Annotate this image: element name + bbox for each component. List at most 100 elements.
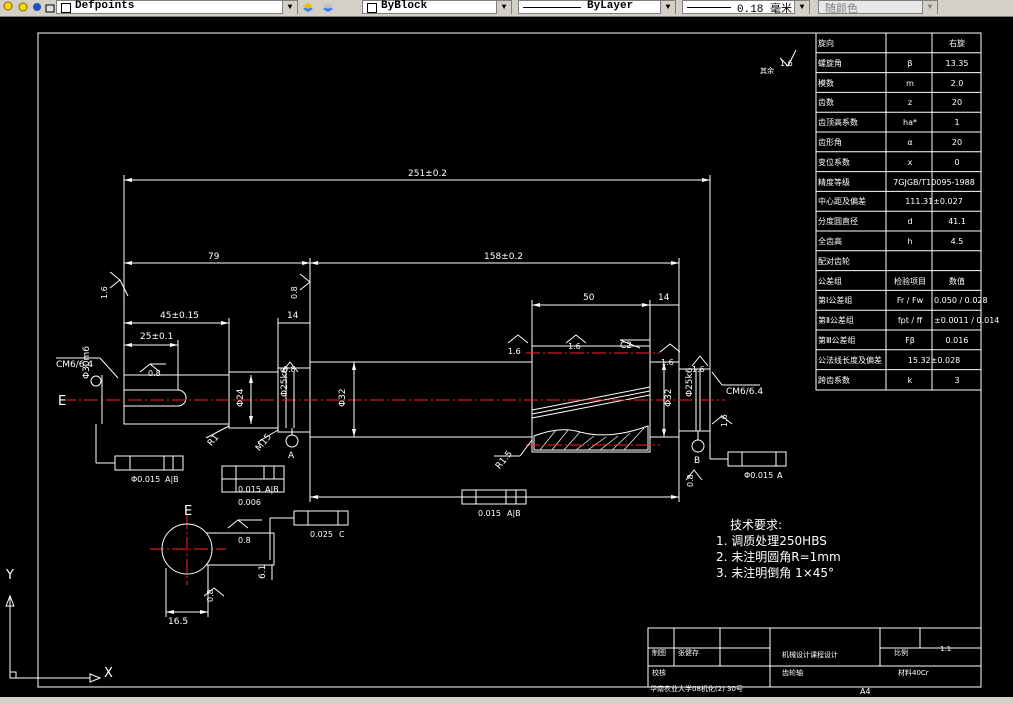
label-e: E <box>58 394 67 409</box>
chevron-down-icon[interactable]: ▼ <box>660 1 675 14</box>
part-name: 齿轮轴 <box>782 669 803 677</box>
lineweight-preview <box>687 7 731 8</box>
chevron-down-icon[interactable]: ▼ <box>496 1 511 14</box>
param-cell: Fr / Fw <box>896 296 924 306</box>
datum-b: B <box>694 456 701 466</box>
scale-value: 1:1 <box>940 645 952 653</box>
ucs-icon <box>5 594 102 683</box>
section-hatch <box>539 427 645 451</box>
leaders <box>56 339 760 457</box>
tol-2a-value: 0.015 <box>238 485 261 494</box>
dim-14-right: 14 <box>658 293 670 303</box>
param-cell: 齿数 <box>818 98 834 108</box>
drawn-label: 制图 <box>652 649 666 657</box>
param-cell: 全齿高 <box>818 237 842 246</box>
project-name: 机械设计课程设计 <box>782 651 838 659</box>
layer-lock-icon[interactable] <box>44 1 56 13</box>
param-cell: 检验项目 <box>894 276 926 286</box>
sun-icon[interactable] <box>17 1 29 13</box>
rough-1: 1.6 <box>100 286 109 299</box>
dim-16-5: 16.5 <box>168 617 189 627</box>
sheet-size: A4 <box>860 687 871 696</box>
gear-icon[interactable] <box>31 1 43 13</box>
material: 材料40Cr <box>898 669 929 677</box>
param-cell: 精度等级 <box>818 177 850 187</box>
param-cell: 数值 <box>949 276 965 286</box>
school: 华南农业大学08机化(2) 30号 <box>650 685 743 693</box>
notes-title: 技术要求: <box>730 518 783 532</box>
note-3: 3. 未注明倒角 1×45° <box>716 566 835 580</box>
param-cell: 模数 <box>818 78 834 88</box>
shaft-outline <box>123 345 711 453</box>
centerlines <box>62 352 725 585</box>
param-cell: 齿形角 <box>818 138 842 147</box>
rough-2: 0.8 <box>290 286 299 299</box>
param-cell: d <box>907 217 913 227</box>
param-row-lines <box>816 52 981 371</box>
layer-name: Defpoints <box>75 0 135 12</box>
dim-79: 79 <box>208 252 220 262</box>
param-cell: 0.016 <box>945 336 969 345</box>
param-cell: 20 <box>951 138 963 147</box>
rough-11: 1.6 <box>720 414 729 427</box>
param-cell: 螺旋角 <box>818 58 842 68</box>
layer-stack-icon[interactable] <box>302 1 314 13</box>
rough-12: 0.8 <box>206 589 215 602</box>
chevron-down-icon[interactable]: ▼ <box>282 1 297 14</box>
param-cell: 4.5 <box>950 237 964 246</box>
tol-4-value: Φ0.015 <box>744 471 774 480</box>
plotstyle-value: 随颜色 <box>825 4 858 16</box>
rough-other-value: 1.6 <box>780 59 793 68</box>
label-e-section: E <box>184 504 193 519</box>
layer-dropdown[interactable]: Defpoints ▼ <box>56 0 298 14</box>
param-cell: m <box>906 78 914 88</box>
rough-8: 1.6 <box>692 365 705 374</box>
color-dropdown[interactable]: ByBlock ▼ <box>362 0 512 14</box>
linetype-dropdown[interactable]: ByLayer ▼ <box>518 0 676 14</box>
param-cell: 15.32±0.028 <box>907 355 961 365</box>
param-cell: 13.35 <box>945 58 969 68</box>
rough-other-label: 其余 <box>760 67 774 75</box>
dim-158: 158±0.2 <box>484 252 524 262</box>
param-cell: h <box>907 237 913 246</box>
param-cell: 7GJGB/T10095-1988 <box>893 177 975 187</box>
param-cell: 第Ⅰ公差组 <box>818 296 853 306</box>
datum-markers <box>90 375 705 453</box>
drawn-name: 张健存 <box>678 649 699 657</box>
param-cell: Fβ <box>905 336 915 345</box>
layout-tabs-strip[interactable] <box>0 697 1013 704</box>
dim-14-left: 14 <box>287 311 299 321</box>
helix-line-1 <box>531 394 651 419</box>
arrowheads <box>124 178 710 499</box>
note-1: 1. 调质处理250HBS <box>716 534 827 548</box>
ucs-x: X <box>104 666 113 681</box>
tol-1-ref: A|B <box>165 475 179 484</box>
lineweight-dropdown[interactable]: 0.18 毫米 ▼ <box>682 0 810 16</box>
param-cell: 跨齿系数 <box>818 375 850 385</box>
bulb-icon[interactable] <box>2 1 14 13</box>
chevron-down-icon: ▼ <box>922 1 937 14</box>
drawing-canvas[interactable]: 251±0.2 79 158±0.2 45±0.15 25±0.1 14 50 … <box>0 17 1013 697</box>
tol-3-ref: A|B <box>507 509 521 518</box>
chevron-down-icon[interactable]: ▼ <box>794 1 809 14</box>
note-2: 2. 未注明圆角R=1mm <box>716 550 841 564</box>
layer-previous-icon[interactable] <box>322 1 334 13</box>
cm-left: CM6/6.4 <box>56 360 94 370</box>
drawing-svg[interactable] <box>0 17 1013 697</box>
keyway <box>124 389 187 407</box>
dim-6-1: 6.1 <box>258 564 268 579</box>
section-arrowheads <box>166 610 208 614</box>
param-cell: 2.0 <box>950 78 964 88</box>
param-cell: 111.31±0.027 <box>905 197 963 207</box>
tol-2b-value: 0.006 <box>238 498 261 507</box>
dim-c2: C2 <box>620 341 633 351</box>
helix-line-2 <box>531 390 651 415</box>
rough-6: 1.6 <box>568 342 581 351</box>
param-cell: 20 <box>951 98 963 108</box>
param-cell: 0.050 / 0.028 <box>934 296 988 306</box>
rough-4: 0.8 <box>283 365 296 374</box>
dim-45: 45±0.15 <box>160 311 200 321</box>
tol-2a-ref: A|B <box>265 485 279 494</box>
tol-1-value: Φ0.015 <box>131 475 161 484</box>
properties-toolbar: Defpoints ▼ ByBlock ▼ ByLayer ▼ 0.18 毫米 … <box>0 0 1013 17</box>
